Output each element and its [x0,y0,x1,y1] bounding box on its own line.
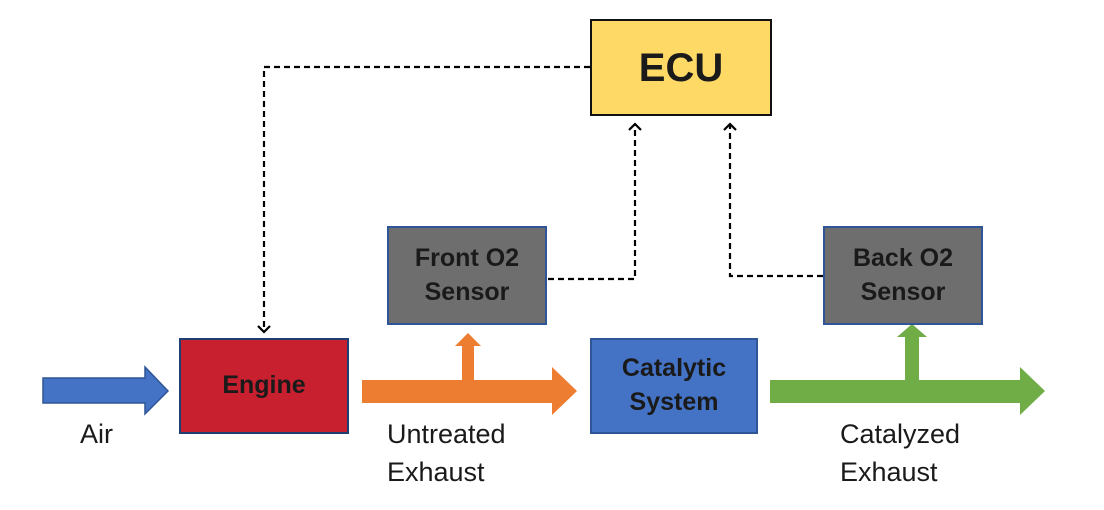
catalytic-system-box: Catalytic System [590,338,758,434]
catalyzed-exhaust-label: Catalyzed Exhaust [840,419,961,487]
ecu-to-engine-connector [257,65,590,334]
front-o2-sensor-box: Front O2 Sensor [387,226,547,325]
catalyzed-exhaust-arrow [770,324,1045,415]
air-label: Air [80,419,113,449]
back-o2-sensor-box: Back O2 Sensor [823,226,983,325]
ecu-box: ECU [590,19,772,116]
air-arrow [42,365,170,416]
back-sensor-to-ecu-connector [723,122,823,278]
untreated-exhaust-arrow [362,333,577,415]
untreated-exhaust-label: Untreated Exhaust [387,419,506,487]
engine-box: Engine [179,338,349,434]
front-sensor-to-ecu-connector [548,122,642,281]
